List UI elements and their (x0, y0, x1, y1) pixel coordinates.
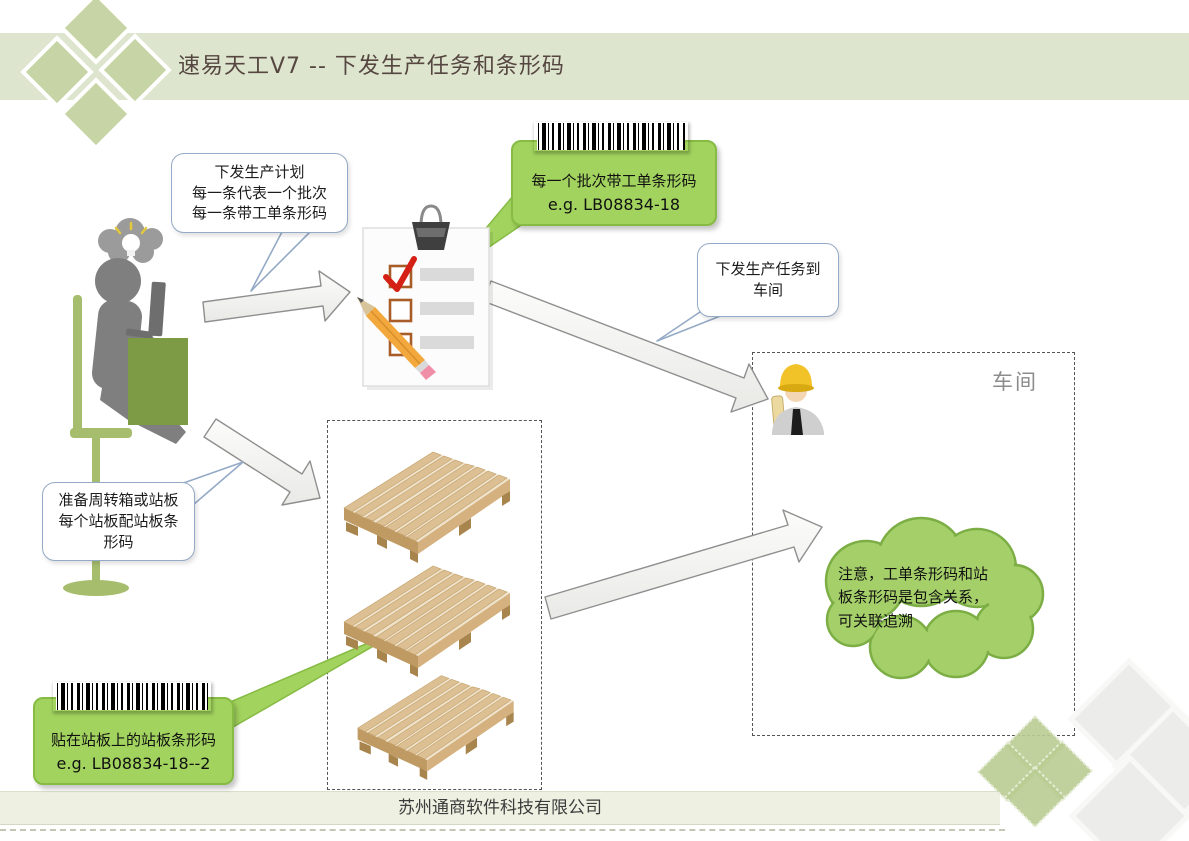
callout-production-plan: 下发生产计划 每一条代表一个批次 每一条带工单条形码 (171, 153, 348, 233)
callout-line: 每个站板配站板条 (58, 512, 179, 531)
callout-line: 下发生产计划 (214, 162, 305, 181)
desk (128, 338, 188, 425)
person-at-computer (63, 218, 188, 596)
list-line-2 (420, 302, 474, 315)
barcode-callout-title: 每一个批次带工单条形码 (531, 172, 697, 191)
keyboard-icon (125, 328, 154, 339)
pallet-2 (343, 565, 511, 678)
arrow-person-to-pallets (203, 418, 321, 506)
barcode-callout-title: 贴在站板上的站板条形码 (50, 731, 216, 750)
pallet-1 (343, 451, 511, 564)
diamond-decor-top-left (20, 0, 172, 151)
arrow-pallets-to-workshop (544, 509, 823, 620)
pallet-barcode-image (52, 681, 212, 712)
callout-line: 车间 (752, 281, 783, 299)
callout-line: 每一条带工单条形码 (191, 204, 327, 223)
binder-clip-icon (412, 204, 450, 250)
work-order-barcode-image (533, 121, 689, 152)
footer-bar: 苏州通商软件科技有限公司 (0, 791, 1000, 825)
note-line: 可关联追溯 (838, 611, 914, 630)
arrow-plan-to-clipboard (202, 270, 351, 323)
red-checkmark-icon (383, 256, 417, 292)
note-cloud-shape (824, 516, 1045, 680)
page-title: 速易天工V7 -- 下发生产任务和条形码 (178, 54, 565, 79)
note-cloud-text: 注意，工单条形码和站 板条形码是包含关系， 可关联追溯 (838, 563, 1043, 633)
note-line: 注意，工单条形码和站 (838, 565, 989, 583)
list-line-3 (420, 336, 474, 349)
callout-dispatch-task: 下发生产任务到 车间 (697, 243, 839, 317)
work-order-barcode-callout: 每一个批次带工单条形码 e.g. LB08834-18 (511, 140, 717, 226)
callout-line: 每一条代表一个批次 (191, 183, 327, 202)
pallet-3 (357, 675, 515, 781)
callout-prepare-pallets: 准备周转箱或站板 每个站板配站板条 形码 (42, 482, 195, 561)
diamond-decor-bottom-right (976, 657, 1189, 841)
callout-line: 准备周转箱或站板 (58, 491, 179, 510)
barcode-example: e.g. LB08834-18 (547, 194, 681, 214)
list-line-1 (420, 268, 474, 281)
person-head (95, 258, 141, 304)
flow-arrows (202, 270, 823, 620)
checkbox-empty-1 (388, 298, 413, 323)
worker-hardhat-icon (771, 364, 824, 435)
callout-line: 形码 (103, 532, 134, 551)
thought-cloud-lightbulb-icon (98, 218, 163, 263)
pallet-region (327, 420, 542, 790)
pencil-icon (357, 297, 436, 380)
workshop-label: 车间 (992, 370, 1038, 394)
header-bar (0, 33, 1189, 100)
bottom-dashed-line (0, 829, 1005, 831)
arrow-clipboard-to-workshop (482, 280, 769, 413)
callout-plan-tail (250, 229, 312, 292)
checklist-clipboard-icon (357, 204, 493, 390)
monitor-icon (148, 281, 166, 337)
company-name: 苏州通商软件科技有限公司 (398, 798, 602, 818)
callout-line: 下发生产任务到 (715, 260, 821, 279)
barcode-example: e.g. LB08834-18--2 (56, 753, 211, 773)
note-line: 板条形码是包含关系， (838, 588, 989, 607)
tie (791, 409, 803, 435)
